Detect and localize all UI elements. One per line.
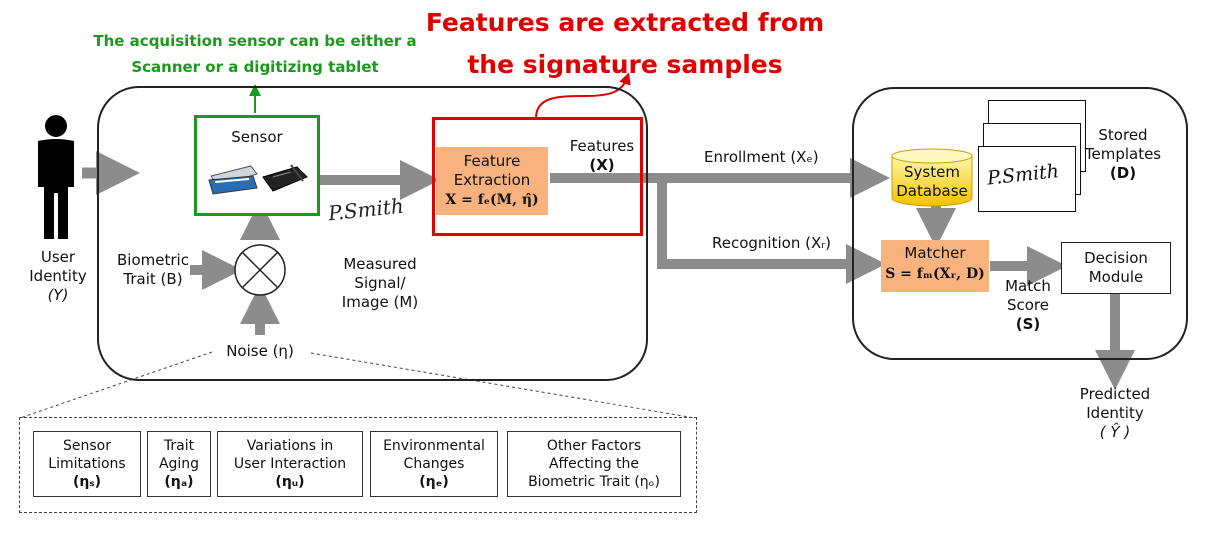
features-label: Features (X) (562, 137, 642, 175)
scanner-icon (208, 165, 258, 195)
stored-template-card-3: P.Smith (978, 146, 1076, 212)
predicted-identity-label: Predicted Identity ( Ŷ ) (1070, 385, 1160, 442)
measured-line2: Signal/ (354, 274, 406, 292)
user-label-line1: User (40, 248, 76, 266)
noise-factors-panel (19, 417, 697, 513)
stored-line3: (D) (1109, 164, 1137, 182)
sensor-annotation-line2: Scanner or a digitizing tablet (131, 58, 379, 76)
stored-templates-label: Stored Templates (D) (1078, 126, 1168, 183)
features-annotation-line1: Features are extracted from (425, 8, 825, 37)
predicted-line1: Predicted (1079, 385, 1151, 403)
feature-extraction-box: Feature Extraction X = fₑ(M, η̂) (436, 147, 548, 215)
features-line2: (X) (589, 156, 615, 174)
match-line1: Match (1005, 277, 1051, 295)
noise-factor-3-line3: (ηᵤ) (275, 474, 305, 490)
digitizing-tablet-icon (262, 164, 308, 192)
mixer-icon (234, 244, 286, 296)
features-line1: Features (569, 137, 635, 155)
measured-signature: P.Smith (327, 194, 413, 242)
decision-module-box: Decision Module (1061, 242, 1171, 294)
feature-extraction-title2: Extraction (453, 171, 531, 189)
features-annotation-line2: the signature samples (467, 50, 783, 79)
trait-label-line2: Trait (B) (123, 270, 183, 288)
noise-factor-2-line2: Aging (158, 456, 200, 472)
measured-line1: Measured (343, 255, 417, 273)
user-label-line2: Identity (29, 267, 87, 285)
matching-panel (852, 87, 1188, 360)
features-annotation: Features are extracted from the signatur… (415, 2, 835, 86)
predicted-line3: ( Ŷ ) (1099, 423, 1131, 441)
noise-factor-1-line1: Sensor (63, 438, 111, 454)
noise-factor-trait-aging: Trait Aging (ηₐ) (147, 431, 211, 497)
decision-line1: Decision (1084, 249, 1148, 267)
biometric-trait-label: Biometric Trait (B) (108, 251, 198, 289)
noise-factor-other: Other Factors Affecting the Biometric Tr… (507, 431, 681, 497)
decision-line2: Module (1088, 268, 1144, 286)
stored-line1: Stored (1098, 126, 1148, 144)
noise-factor-1-line2: Limitations (48, 456, 126, 472)
database-line1: System (904, 163, 960, 181)
user-label-line3: (Y) (47, 286, 69, 304)
feature-extraction-formula: X = fₑ(M, η̂) (445, 192, 539, 208)
match-line3: (S) (1015, 315, 1041, 333)
enrollment-label: Enrollment (Xₑ) (704, 148, 819, 166)
feature-extraction-highlight (432, 117, 643, 236)
noise-zoom-line-left (19, 351, 213, 419)
user-person-icon (38, 115, 74, 239)
noise-label: Noise (η) (212, 342, 308, 361)
noise-factor-5-line3: Biometric Trait (ηₒ) (528, 474, 660, 490)
matcher-box: Matcher S = fₘ(Xᵣ, D) (881, 240, 989, 292)
noise-factor-5-line1: Other Factors (546, 438, 642, 454)
matcher-title: Matcher (904, 244, 966, 262)
sensor-box: Sensor (194, 115, 320, 216)
noise-factor-environmental: Environmental Changes (ηₑ) (370, 431, 498, 497)
feature-extraction-title1: Feature (463, 152, 521, 170)
trait-label-line1: Biometric (117, 251, 189, 269)
stored-line2: Templates (1084, 145, 1162, 163)
measured-signal-label: Measured Signal/ Image (M) (330, 255, 430, 312)
noise-factor-3-line2: User Interaction (233, 456, 347, 472)
match-score-label: Match Score (S) (996, 277, 1060, 334)
measured-signature-text: P.Smith (326, 193, 405, 226)
sensor-annotation-line1: The acquisition sensor can be either a (93, 32, 417, 50)
noise-factor-user-interaction: Variations in User Interaction (ηᵤ) (217, 431, 363, 497)
sensor-label: Sensor (231, 128, 283, 146)
noise-factor-5-line2: Affecting the (548, 456, 640, 472)
predicted-line2: Identity (1086, 404, 1144, 422)
noise-factor-4-line3: (ηₑ) (419, 474, 449, 490)
line-recognition-branch (657, 178, 886, 284)
noise-factor-1-line3: (ηₛ) (72, 474, 102, 490)
noise-factor-2-line3: (ηₐ) (164, 474, 194, 490)
matcher-formula: S = fₘ(Xᵣ, D) (885, 266, 985, 282)
database-line2: Database (896, 182, 968, 200)
recognition-label: Recognition (Xᵣ) (712, 234, 831, 252)
match-line2: Score (1006, 296, 1049, 314)
noise-factor-3-line1: Variations in (246, 438, 334, 454)
noise-factor-4-line1: Environmental (383, 438, 485, 454)
acquisition-panel (97, 86, 648, 381)
noise-factor-sensor-limitations: Sensor Limitations (ηₛ) (33, 431, 141, 497)
noise-factor-2-line1: Trait (163, 438, 195, 454)
sensor-annotation: The acquisition sensor can be either a S… (80, 28, 430, 80)
database-cylinder-icon (891, 148, 973, 207)
noise-factor-4-line2: Changes (403, 456, 465, 472)
stored-template-signature: P.Smith (986, 160, 1060, 190)
user-identity-label: User Identity (Y) (28, 248, 88, 305)
database-label: System Database (890, 163, 974, 201)
measured-line3: Image (M) (341, 293, 419, 311)
